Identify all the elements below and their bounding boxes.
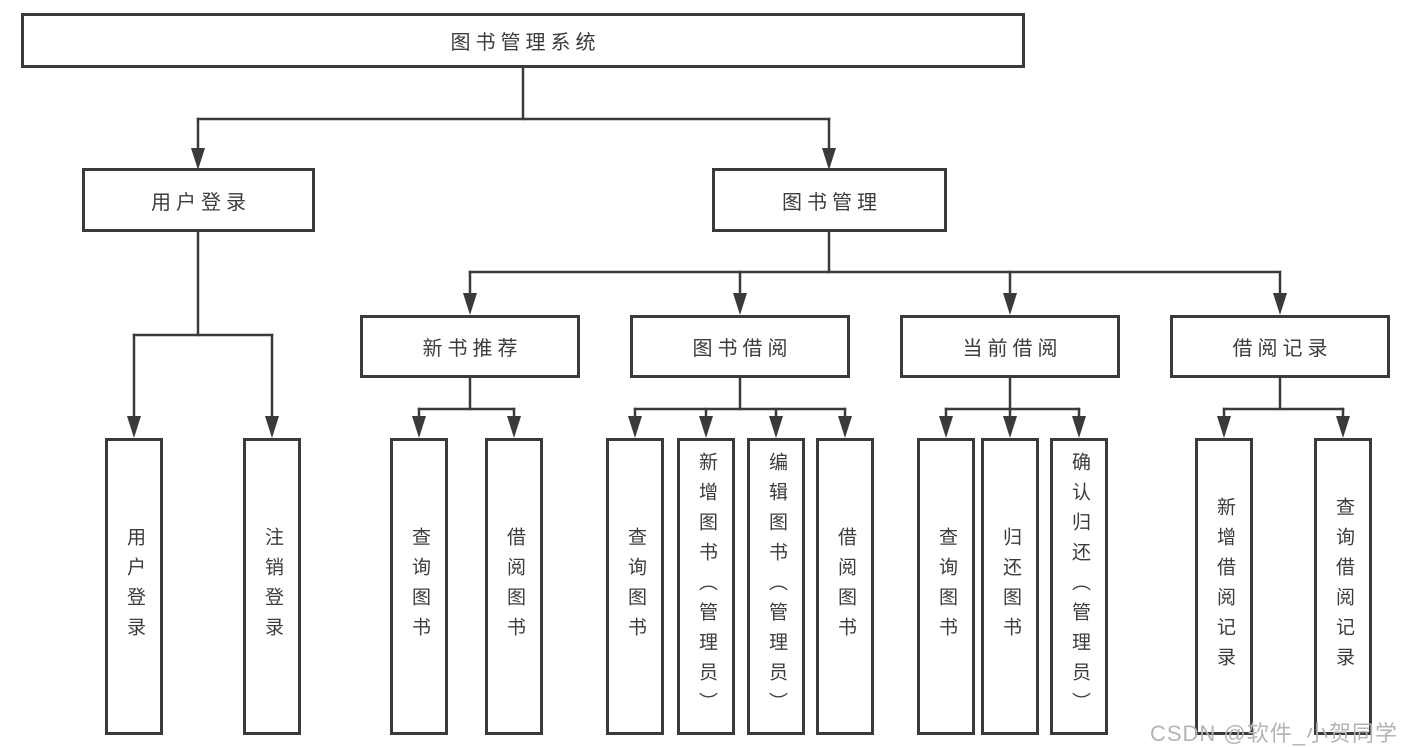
leaf-confirm-return-admin: 确认归还（管理员） — [1050, 438, 1108, 735]
leaf-add-book-admin: 新增图书（管理员） — [677, 438, 735, 735]
connector-root-to-level2 — [191, 66, 836, 170]
node-user-login: 用户登录 — [82, 168, 315, 232]
leaf-add-borrow-record: 新增借阅记录 — [1195, 438, 1253, 735]
node-label: 当前借阅 — [962, 338, 1063, 360]
leaf-logout: 注销登录 — [243, 438, 301, 735]
node-label: 新书推荐 — [422, 338, 523, 360]
leaf-label: 注销登录 — [262, 526, 283, 647]
leaf-label: 借阅图书 — [504, 526, 525, 647]
leaf-label: 确认归还（管理员） — [1069, 451, 1090, 722]
node-label: 图书管理系统 — [450, 32, 601, 54]
node-current-borrow: 当前借阅 — [900, 315, 1120, 378]
connector-borrow-record-children — [1217, 376, 1350, 438]
leaf-borrow-books-recommend: 借阅图书 — [485, 438, 543, 735]
leaf-query-books-current: 查询图书 — [917, 438, 975, 735]
leaf-label: 新增图书（管理员） — [696, 451, 717, 722]
leaf-label: 新增借阅记录 — [1214, 496, 1235, 677]
connector-user-login-children — [127, 230, 279, 438]
leaf-query-books-recommend: 查询图书 — [390, 438, 448, 735]
connector-new-book-children — [412, 376, 521, 438]
leaf-label: 编辑图书（管理员） — [766, 451, 787, 722]
leaf-user-login: 用户登录 — [105, 438, 163, 735]
node-new-book-recommend: 新书推荐 — [360, 315, 580, 378]
leaf-label: 归还图书 — [1000, 526, 1021, 647]
node-label: 用户登录 — [151, 191, 251, 214]
node-borrow-records: 借阅记录 — [1170, 315, 1390, 378]
leaf-return-book: 归还图书 — [981, 438, 1039, 735]
leaf-label: 用户登录 — [124, 526, 145, 647]
leaf-label: 查询图书 — [625, 526, 646, 647]
node-label: 图书借阅 — [692, 338, 793, 360]
node-book-borrow: 图书借阅 — [630, 315, 850, 378]
leaf-label: 查询图书 — [936, 526, 957, 647]
watermark-text: CSDN @软件_小贺同学 — [1149, 721, 1398, 746]
leaf-query-borrow-record: 查询借阅记录 — [1314, 438, 1372, 735]
leaf-borrow-books: 借阅图书 — [816, 438, 874, 735]
leaf-label: 查询图书 — [409, 526, 430, 647]
connector-book-management-children — [463, 230, 1287, 315]
node-library-management-system: 图书管理系统 — [21, 13, 1025, 68]
node-book-management: 图书管理 — [712, 168, 947, 232]
leaf-query-books-borrow: 查询图书 — [606, 438, 664, 735]
leaf-label: 查询借阅记录 — [1333, 496, 1354, 677]
connector-current-borrow-children — [939, 376, 1086, 438]
leaf-edit-book-admin: 编辑图书（管理员） — [747, 438, 805, 735]
node-label: 图书管理 — [782, 191, 882, 214]
connector-book-borrow-children — [628, 376, 852, 438]
node-label: 借阅记录 — [1232, 338, 1333, 360]
leaf-label: 借阅图书 — [835, 526, 856, 647]
